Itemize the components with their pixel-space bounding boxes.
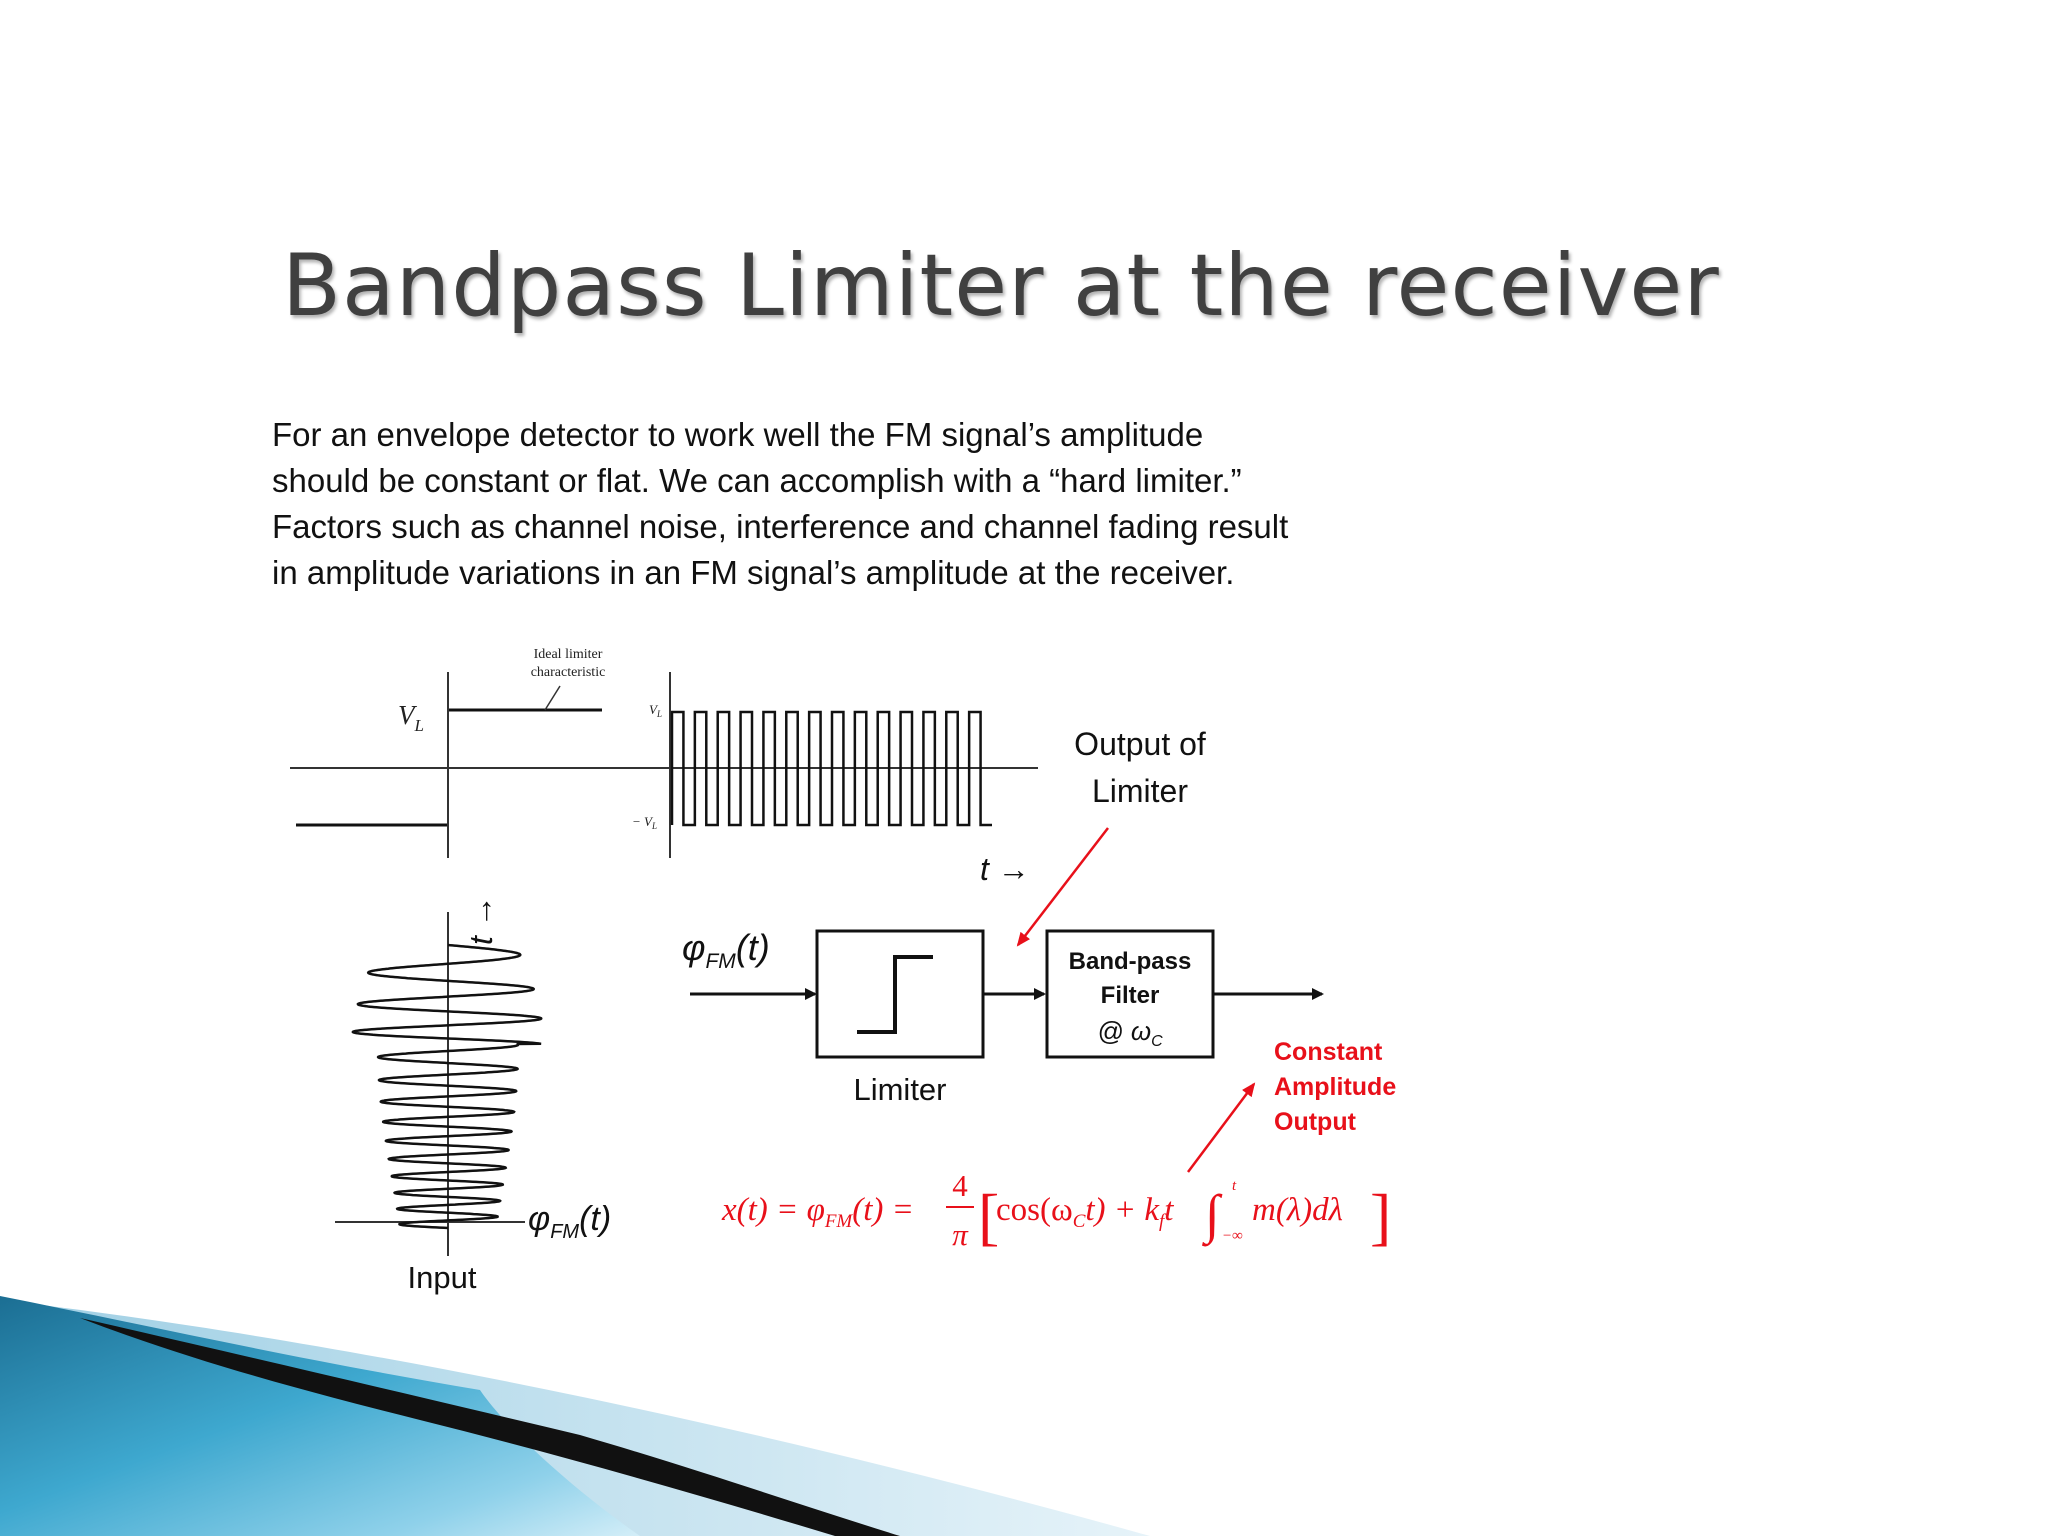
- eq-bracket-close: ]: [1370, 1181, 1391, 1252]
- eq-int-upper: t: [1232, 1178, 1237, 1194]
- eq-integral: ∫: [1202, 1184, 1223, 1247]
- constant-amplitude-label-3: Output: [1274, 1108, 1357, 1136]
- phi-input-label: φFM(t): [528, 1200, 611, 1243]
- limiter-characteristic-graph: Ideal limiter characteristic VL: [290, 647, 640, 858]
- limiter-square-wave: VL − VL: [632, 672, 1038, 858]
- phi-block-input-label: φFM(t): [682, 927, 770, 973]
- limiter-step-symbol: [857, 955, 933, 1034]
- time-arrow-vertical-label: t →: [463, 895, 499, 945]
- bandpass-filter-block: [1045, 929, 1215, 1059]
- input-fm-waveform: t → φFM(t) Input: [335, 895, 611, 1295]
- time-arrow-label: t →: [980, 851, 1030, 887]
- swoosh-dark-band: [80, 1318, 900, 1536]
- swoosh-blue-band: [0, 1296, 640, 1536]
- bpf-label-3: @ ωC: [1097, 1016, 1163, 1050]
- body-line: For an envelope detector to work well th…: [272, 416, 1204, 453]
- decorative-swoosh: [0, 1296, 1150, 1536]
- eq-frac-den: π: [952, 1217, 969, 1252]
- fm-wave-trace: [351, 943, 543, 1230]
- eq-integrand: m(λ)dλ: [1252, 1192, 1343, 1228]
- limiter-block: [815, 929, 985, 1059]
- vl-char-label: VL: [398, 700, 424, 735]
- eq-lhs: x(t) = φFM(t) =: [721, 1192, 914, 1232]
- limiter-block-label: Limiter: [853, 1072, 946, 1107]
- eq-int-lower: −∞: [1222, 1228, 1243, 1244]
- square-wave-trace: [670, 710, 992, 827]
- eq-cos: cos(ωCt) + kft: [996, 1192, 1174, 1232]
- constant-output-red-arrow: [1187, 1082, 1256, 1173]
- output-of-limiter-label-2: Limiter: [1092, 773, 1188, 809]
- output-equation: x(t) = φFM(t) = 4 π [ cos(ωCt) + kft ∫ t…: [721, 1168, 1391, 1252]
- bpf-label-1: Band-pass: [1069, 948, 1192, 975]
- slide-title: Bandpass Limiter at the receiver: [282, 236, 1720, 336]
- body-paragraph: For an envelope detector to work well th…: [272, 412, 1288, 596]
- eq-frac-num: 4: [952, 1168, 968, 1203]
- bpf-label-2: Filter: [1101, 982, 1160, 1009]
- constant-amplitude-label-2: Amplitude: [1274, 1073, 1396, 1101]
- constant-amplitude-label-1: Constant: [1274, 1038, 1383, 1066]
- eq-bracket-open: [: [978, 1181, 999, 1252]
- ideal-limiter-label-2: characteristic: [531, 665, 606, 680]
- block-diagram: φFM(t) Limiter Band-pass Filter @ ωC: [682, 927, 1324, 1107]
- input-label: Input: [408, 1260, 477, 1295]
- vl-pos-label: VL: [649, 702, 662, 719]
- body-line: Factors such as channel noise, interfere…: [272, 508, 1289, 545]
- char-pointer-line: [544, 685, 561, 711]
- output-of-limiter-label: Output of: [1074, 726, 1206, 762]
- body-line: in amplitude variations in an FM signal’…: [272, 554, 1235, 591]
- ideal-limiter-label: Ideal limiter: [534, 647, 603, 662]
- body-line: should be constant or flat. We can accom…: [272, 462, 1242, 499]
- output-red-arrow: [1016, 827, 1109, 947]
- vl-neg-label: − VL: [632, 814, 657, 831]
